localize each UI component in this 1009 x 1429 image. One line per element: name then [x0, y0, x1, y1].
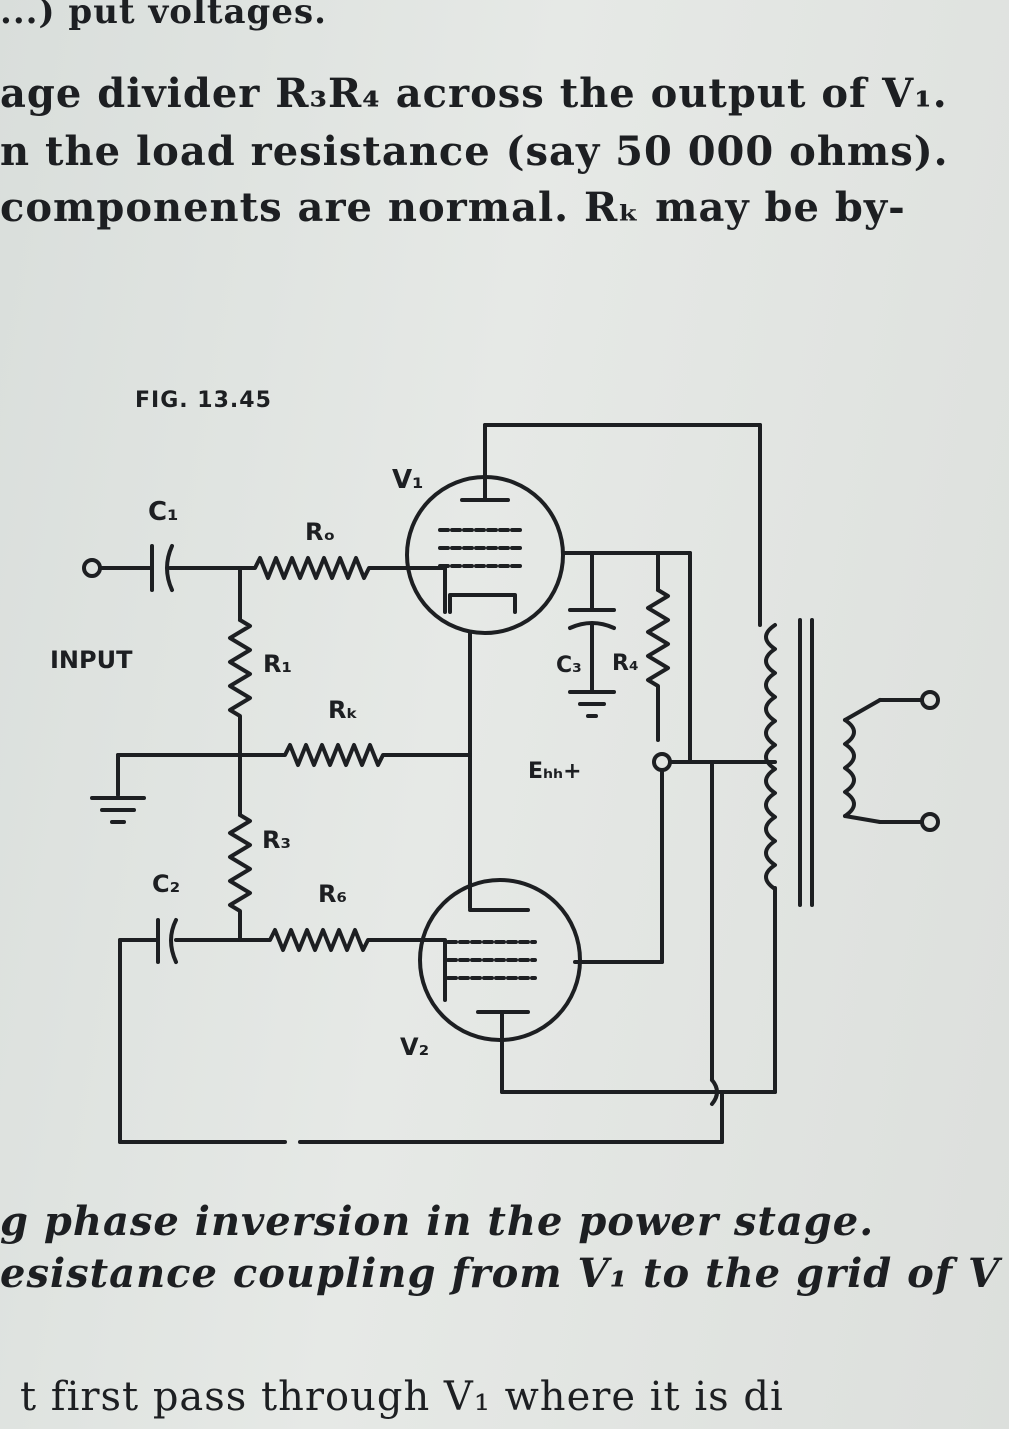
text-line-2: n the load resistance (say 50 000 ohms).	[0, 128, 949, 175]
resistor-r3	[228, 813, 252, 942]
label-rk: Rₖ	[328, 696, 358, 724]
label-c1: C₁	[148, 497, 178, 527]
output-terminal-bottom	[920, 812, 940, 832]
input-terminal	[82, 558, 102, 578]
output-terminal-top	[920, 690, 940, 710]
label-rg: Rₒ	[305, 518, 335, 546]
resistor-rk	[238, 743, 472, 767]
label-c3: C₃	[556, 653, 582, 678]
resistor-rg	[238, 556, 432, 580]
label-v1: V₁	[392, 465, 424, 495]
capacitor-c2-curved-plate	[169, 918, 178, 964]
label-ebb: Eₕₕ+	[528, 759, 582, 784]
figure-title: FIG. 13.45	[135, 388, 272, 413]
text-line-bottom: t first pass through V₁ where it is di	[20, 1374, 784, 1420]
capacitor-c1-curved-plate	[165, 544, 174, 592]
text-line-0: ...) put voltages.	[0, 0, 327, 32]
caption-line-1: g phase inversion in the power stage.	[0, 1198, 875, 1245]
transformer-primary	[764, 623, 777, 891]
resistor-r6	[238, 928, 434, 952]
resistor-r4	[646, 588, 670, 742]
ebb-terminal	[652, 752, 672, 772]
resistor-r1	[228, 618, 252, 757]
label-r3: R₃	[262, 826, 291, 854]
text-line-1: age divider R₃R₄ across the output of V₁…	[0, 70, 948, 117]
label-r4: R₄	[612, 651, 639, 676]
caption-line-2: esistance coupling from V₁ to the grid o…	[0, 1250, 1001, 1297]
text-line-3: components are normal. Rₖ may be by-	[0, 184, 906, 231]
v1-heater	[428, 566, 447, 614]
label-c2: C₂	[152, 870, 180, 898]
v2-heater	[430, 938, 447, 1002]
label-v2: V₂	[400, 1033, 429, 1061]
label-r1: R₁	[263, 650, 292, 678]
label-r6: R₆	[318, 880, 347, 908]
transformer-secondary	[843, 718, 856, 818]
label-input: INPUT	[50, 646, 133, 674]
v1-cathode	[448, 593, 517, 614]
